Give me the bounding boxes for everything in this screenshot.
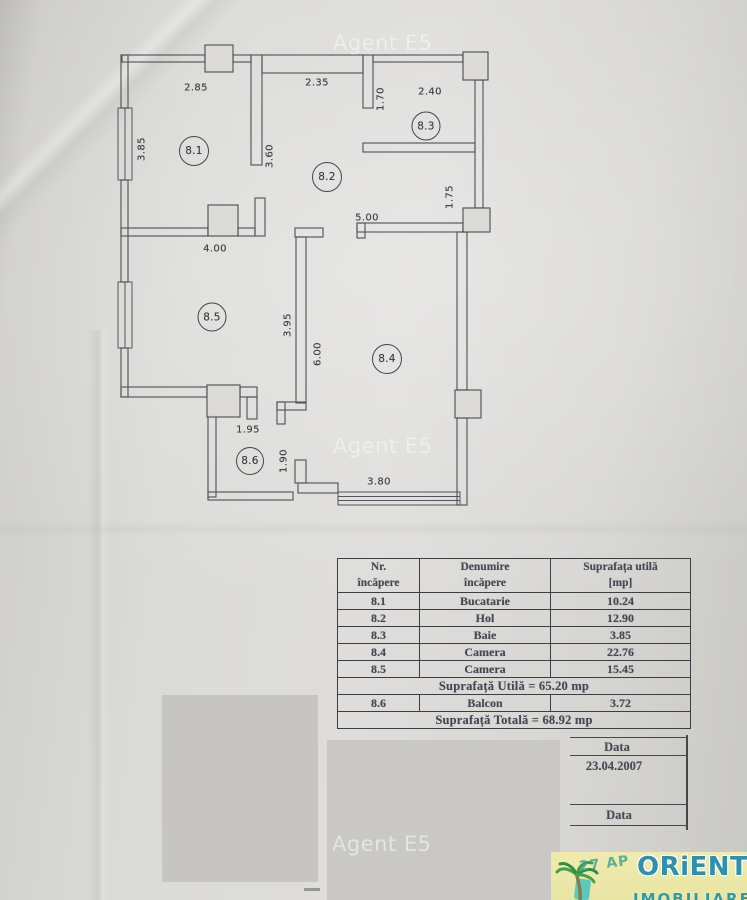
paper-crease [0,522,747,536]
dimension-label: 6.00 [312,342,324,366]
cell-room-nr: 8.4 [337,643,420,661]
date-value: 23.04.2007 [585,759,643,773]
cell-room-name: Camera [419,643,551,661]
header-line: încăpere [357,576,400,589]
header-nr-incapere: Nr. încăpere [337,558,420,593]
subtotal-utila: Suprafață Utilă = 65.20 mp [337,677,691,695]
redaction-block [327,740,560,900]
dimension-label: 1.90 [278,449,290,473]
header-line: încăpere [464,576,506,589]
room-label-circle: 8.3 [411,111,441,141]
cell-room-name: Bucatarie [419,592,551,610]
room-number: 8.6 [241,455,259,467]
room-number: 8.5 [203,311,221,323]
header-line: Suprafața utilă [583,560,658,573]
signature-line [570,755,687,757]
room-number: 8.4 [378,353,396,365]
header-denumire: Denumire încăpere [419,558,551,593]
room-label-circle: 8.1 [179,136,209,166]
total-suprafata: Suprafață Totală = 68.92 mp [337,711,691,729]
cell-room-nr: 8.3 [337,626,420,644]
dimension-label: 3.85 [136,137,148,161]
dimension-label: 2.40 [418,86,442,98]
table-header-row: Nr. încăpere Denumire încăpere Suprafața u… [337,558,691,593]
room-number: 8.3 [417,120,435,132]
floor-plan-drawing [117,44,491,506]
dimension-label: 1.75 [444,185,456,209]
stamp-brand: ORiENT [637,852,747,882]
redaction-block [162,695,318,882]
room-number: 8.1 [185,145,203,157]
signature-line [570,737,687,739]
dimension-label: 2.85 [184,82,208,94]
watermark: Agent E5 [333,31,433,55]
cell-room-area: 22.76 [550,643,691,661]
cell-room-area: 3.72 [550,694,691,712]
signature-line [570,804,687,806]
dimension-label: 3.60 [264,144,276,168]
cell-room-name: Balcon [419,694,551,712]
palm-tree-icon [555,861,599,900]
dimension-label: 4.00 [203,243,227,255]
cell-room-area: 10.24 [550,592,691,610]
data-label: Data [606,808,632,822]
header-line: Nr. [370,560,387,573]
room-number: 8.2 [318,171,336,183]
pillar-blocks [204,44,491,419]
header-line: [mp] [608,576,633,589]
room-label-circle: 8.5 [197,302,227,332]
cell-room-nr: 8.6 [337,694,420,712]
pen-mark [304,888,320,891]
dimension-label: 1.70 [375,87,387,111]
subtotal-row: Suprafață Utilă = 65.20 mp [337,677,691,695]
total-row: Suprafață Totală = 68.92 mp [337,711,691,729]
cell-room-name: Hol [419,609,551,627]
cell-room-nr: 8.2 [337,609,420,627]
windows [117,107,461,506]
watermark: Agent E5 [333,434,433,458]
room-area-table: Nr. încăpere Denumire încăpere Suprafața u… [337,558,691,729]
dimension-label: 2.35 [305,77,329,89]
dimension-label: 1.95 [236,424,260,436]
agency-stamp: 27 AP ORiENT IMOBILIARE [551,852,747,900]
cell-room-nr: 8.1 [337,592,420,610]
signature-line [570,825,687,827]
cell-room-area: 3.85 [550,626,691,644]
dimension-label: 3.80 [367,476,391,488]
stamp-brand-line2: IMOBILIARE [633,890,747,900]
cell-room-name: Camera [419,660,551,678]
signature-column-border [686,735,688,830]
dimension-label: 5.00 [355,212,379,224]
dimension-label: 3.95 [282,313,294,337]
room-label-circle: 8.2 [312,162,342,192]
data-label: Data [604,740,630,754]
watermark: Agent E5 [332,832,432,856]
cell-room-area: 12.90 [550,609,691,627]
room-label-circle: 8.6 [236,447,264,475]
cell-room-area: 15.45 [550,660,691,678]
header-line: Denumire [460,560,510,573]
cell-room-nr: 8.5 [337,660,420,678]
cell-room-name: Baie [419,626,551,644]
stamp-date: 27 AP [578,852,631,876]
header-suprafata: Suprafața utilă [mp] [550,558,691,593]
room-label-circle: 8.4 [372,344,402,374]
